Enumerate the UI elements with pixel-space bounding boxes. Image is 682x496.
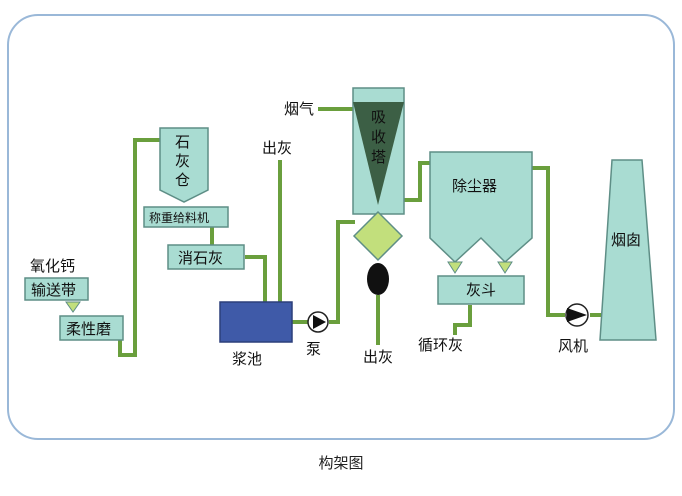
tower-label-3: 塔 — [371, 148, 386, 166]
diagram-frame — [7, 14, 675, 440]
silo-label-1: 石 — [175, 133, 190, 151]
slaker-label: 消石灰 — [178, 249, 223, 267]
pump-label: 泵 — [306, 340, 321, 358]
cao-label: 氧化钙 — [30, 257, 75, 275]
conveyor-label: 输送带 — [31, 281, 76, 299]
dust-collector — [429, 151, 533, 264]
chimney-label: 烟囱 — [611, 231, 641, 249]
slurry-pool — [219, 301, 293, 343]
hopper-arrow-right — [497, 261, 513, 274]
silo-label-2: 灰 — [175, 152, 190, 170]
tower-label-1: 吸 — [371, 108, 386, 126]
pipes — [118, 107, 604, 357]
slurry-pool-label: 浆池 — [232, 350, 262, 368]
flue-gas-label: 烟气 — [284, 100, 314, 118]
mill-box — [59, 315, 124, 341]
tower-cone — [353, 102, 404, 205]
dust-collector-label: 除尘器 — [452, 177, 497, 195]
tower-label-2: 收 — [371, 128, 386, 146]
lime-silo — [159, 127, 209, 203]
mill-label: 柔性磨 — [66, 320, 111, 338]
silo-label-3: 仓 — [175, 171, 190, 189]
figure-caption: 构架图 — [318, 454, 364, 472]
tower-valve — [367, 263, 389, 295]
ash-out-top-label: 出灰 — [262, 139, 292, 157]
recycle-ash-label: 循环灰 — [418, 336, 463, 354]
conveyor-box — [24, 277, 89, 301]
feeder-box — [143, 206, 229, 228]
conveyor-arrow — [65, 301, 81, 313]
ash-out-bottom-label: 出灰 — [363, 348, 393, 366]
ash-hopper-label: 灰斗 — [466, 281, 496, 299]
tower-diamond — [352, 210, 404, 262]
ash-hopper-box — [437, 275, 525, 305]
feeder-label: 称重给料机 — [149, 211, 209, 225]
pump-triangle — [313, 315, 326, 329]
slaker-box — [167, 244, 245, 270]
hopper-arrow-left — [447, 261, 463, 274]
chimney — [599, 159, 657, 341]
fan-triangle — [567, 308, 587, 322]
fan-label: 风机 — [558, 337, 588, 355]
